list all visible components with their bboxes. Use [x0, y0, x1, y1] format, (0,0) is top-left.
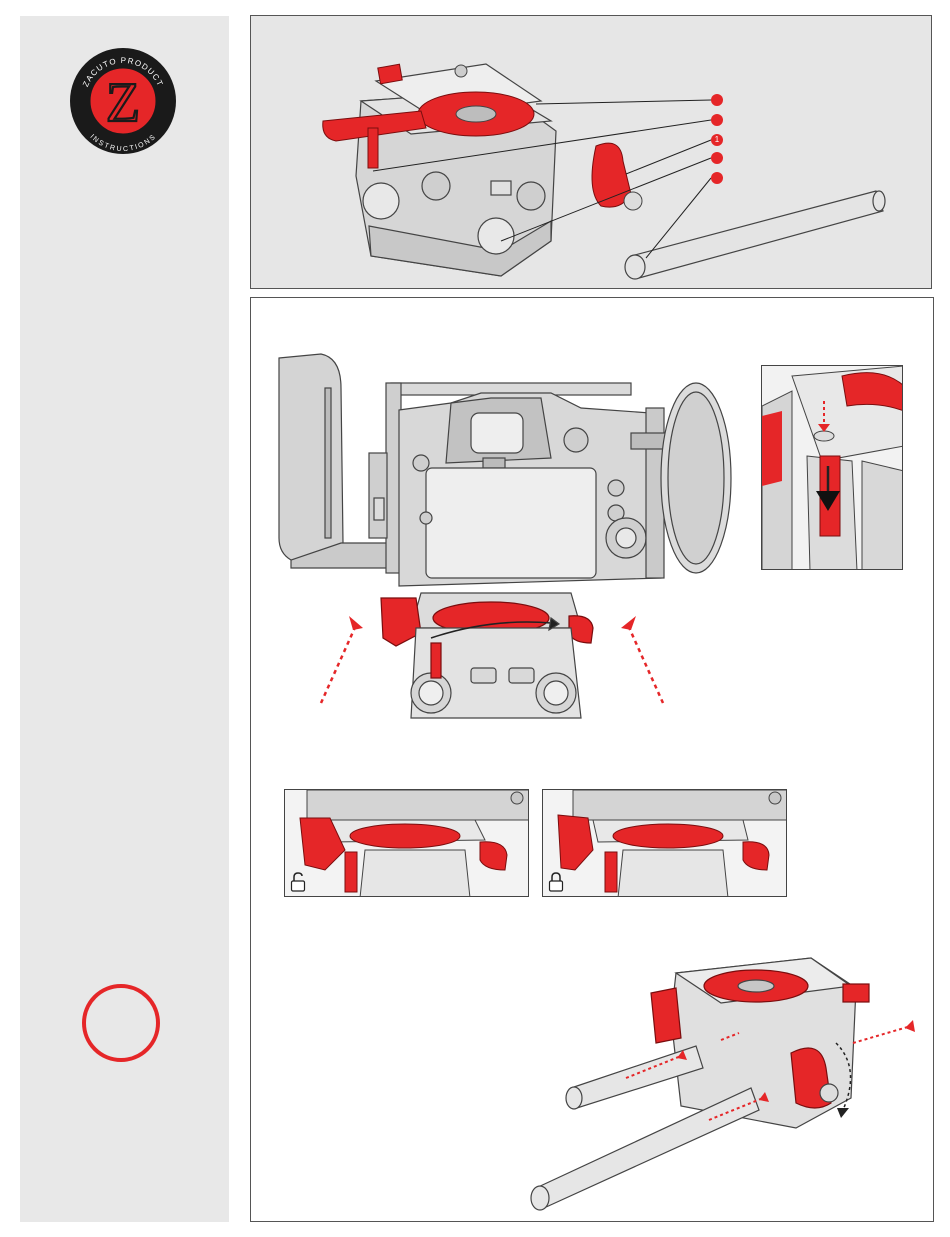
detail-lock-slider: [761, 365, 903, 570]
red-lock-slider: [368, 128, 378, 168]
rod: [625, 191, 885, 279]
detail-unlocked: [284, 789, 529, 897]
unlocked-padlock-icon: [290, 872, 306, 892]
callout-2: [711, 114, 723, 126]
lcd-screen: [426, 468, 596, 578]
callout-5: [711, 172, 723, 184]
approach-arrow-right: [627, 623, 663, 703]
callout-4: [711, 152, 723, 164]
side-handle: [279, 354, 343, 563]
callout-1: [711, 94, 723, 106]
step-circle: [79, 983, 163, 1063]
parts-diagram: [251, 16, 933, 290]
rod-hole: [478, 218, 514, 254]
callout-3: 1: [711, 134, 723, 146]
locked-padlock-icon: [548, 872, 564, 892]
slide-arrow-right: [853, 1026, 911, 1043]
zacuto-logo: ZACUTO PRODUCT INSTRUCTIONS Z: [69, 47, 177, 155]
parts-diagram-panel: 1: [250, 15, 932, 289]
approach-arrow-left: [321, 623, 357, 703]
instructions-panel: [250, 297, 934, 1222]
logo-letter: Z: [106, 72, 140, 134]
detail-locked: [542, 789, 787, 897]
